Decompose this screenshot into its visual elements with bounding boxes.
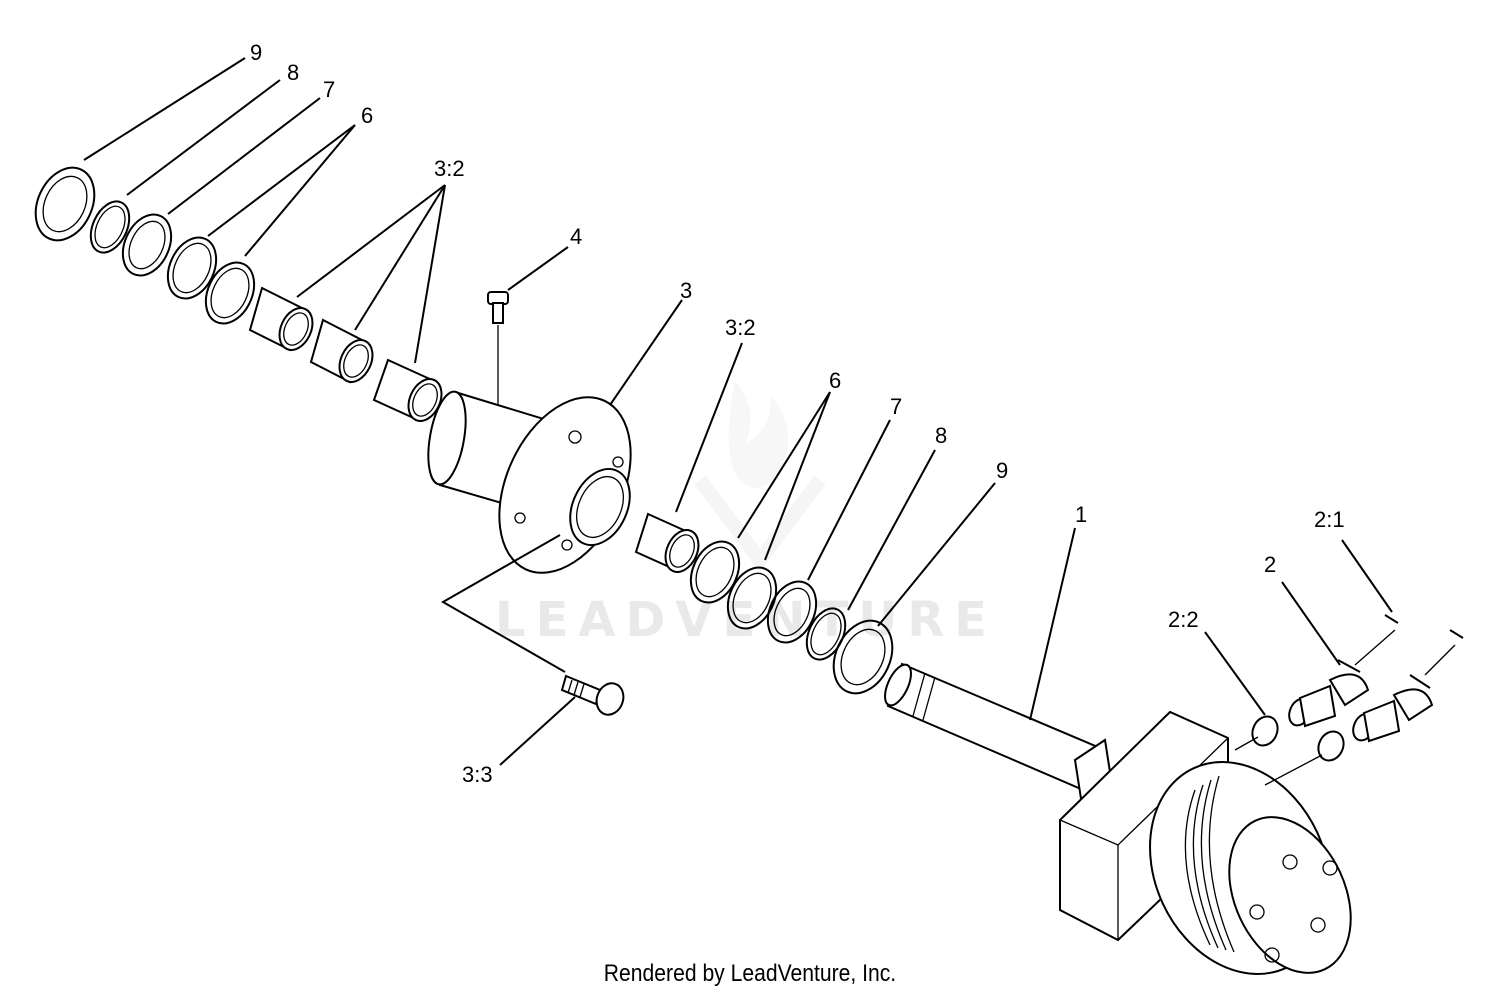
part-1-wheel-motor xyxy=(884,662,1352,975)
part-3-2-bushing-left-2 xyxy=(309,318,374,384)
part-2-2-oring-2 xyxy=(1317,730,1345,762)
part-6-shim-left-2 xyxy=(204,261,256,325)
callout-8-left: 8 xyxy=(287,60,299,85)
part-3-2-bushing-right xyxy=(634,512,700,573)
callout-6-left: 6 xyxy=(361,103,373,128)
footer-credit: Rendered by LeadVenture, Inc. xyxy=(603,960,897,987)
callout-2-1: 2:1 xyxy=(1314,507,1345,532)
part-6-shim-right-1 xyxy=(689,540,741,604)
part-7-washer-left xyxy=(121,213,173,277)
part-9-seal-right xyxy=(832,619,894,695)
part-3-3-wheel-bolt xyxy=(560,674,625,716)
callout-7-right: 7 xyxy=(890,394,902,419)
callout-8-right: 8 xyxy=(935,423,947,448)
part-2-1-seals xyxy=(1384,614,1464,639)
callout-3: 3 xyxy=(680,278,692,303)
part-2-2-oring-1 xyxy=(1251,715,1279,747)
watermark-logo xyxy=(694,380,826,572)
part-2-elbow-fitting-1 xyxy=(1288,659,1370,728)
callout-7-left: 7 xyxy=(323,77,335,102)
part-3-hub xyxy=(427,390,632,574)
part-8-ring-left xyxy=(89,200,131,254)
part-6-shim-left-1 xyxy=(166,236,218,300)
part-3-2-bushing-left-1 xyxy=(248,286,314,352)
part-4-grease-fitting xyxy=(487,291,509,421)
watermark-text: LEADVENTURE xyxy=(495,592,997,648)
callout-9-left: 9 xyxy=(250,40,262,65)
callout-2: 2 xyxy=(1264,552,1276,577)
callout-6-right: 6 xyxy=(829,368,841,393)
callout-3-3: 3:3 xyxy=(462,762,493,787)
part-9-seal-left xyxy=(34,166,96,242)
callout-3-2-right: 3:2 xyxy=(725,315,756,340)
callout-1: 1 xyxy=(1075,502,1087,527)
leader-lines xyxy=(83,57,1456,786)
callout-2-2: 2:2 xyxy=(1168,607,1199,632)
part-2-elbow-fitting-2 xyxy=(1352,674,1434,743)
part-7-washer-right xyxy=(766,580,818,644)
callout-9-right: 9 xyxy=(996,458,1008,483)
callout-3-2-left: 3:2 xyxy=(434,156,465,181)
part-6-shim-right-2 xyxy=(726,566,778,630)
callout-4: 4 xyxy=(570,224,582,249)
